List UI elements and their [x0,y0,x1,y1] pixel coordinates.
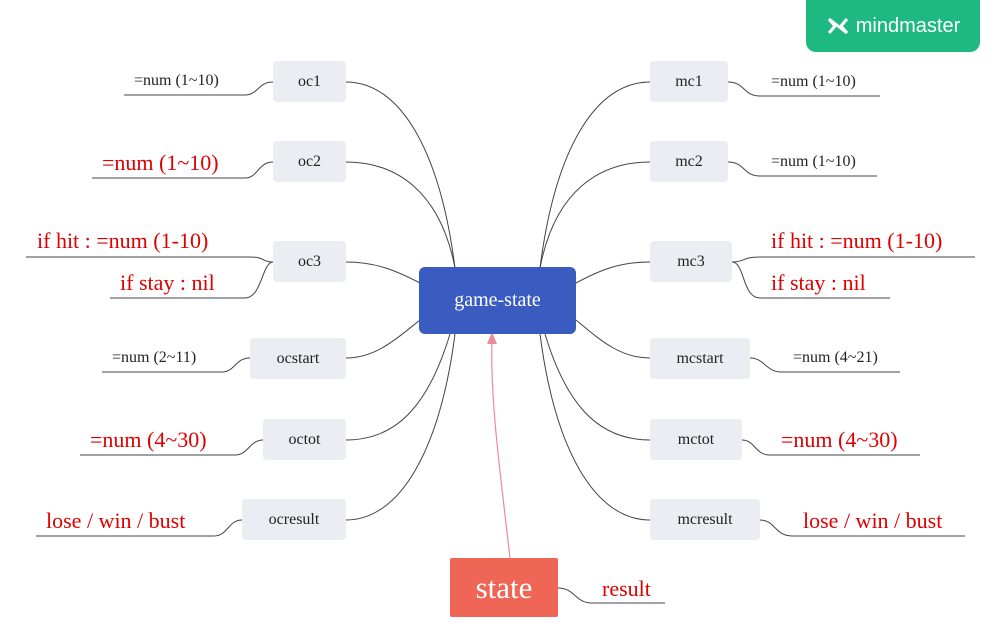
center-label: game-state [454,289,541,311]
node-label: mc2 [675,152,703,170]
node-label: octot [288,430,321,448]
edge-center-mc1 [539,81,651,269]
center-node-game-state[interactable]: game-state [419,267,576,334]
leaf-oc3-hit: if hit : =num (1-10) [37,228,209,253]
node-label: oc3 [297,252,322,270]
node-mc3[interactable]: mc3 [650,241,732,282]
node-label: ocresult [268,510,320,528]
node-label: mcresult [677,510,733,528]
mindmaster-logo-icon [827,17,848,35]
node-mctot[interactable]: mctot [650,419,742,460]
leaf-oc3-stay: if stay : nil [120,270,215,295]
leaf-mc3-hit: if hit : =num (1-10) [771,228,943,253]
leaf-oc2-value: =num (1~10) [102,150,219,175]
edge-center-mcresult [539,333,651,521]
brand-name: mindmaster [855,14,961,37]
node-label: oc2 [297,152,322,170]
edge-center-oc3 [345,261,421,284]
node-mcresult[interactable]: mcresult [650,499,760,540]
state-node[interactable]: state [450,558,558,617]
leaf-mc1-value: =num (1~10) [771,73,856,90]
state-label: state [475,569,533,605]
node-label: mc3 [677,252,705,270]
leaf-mc2-value: =num (1~10) [771,153,856,170]
edge-center-mctot [544,333,651,441]
node-label: ocstart [276,349,320,367]
edge-center-ocresult [345,333,456,521]
node-oc1[interactable]: oc1 [273,61,346,102]
mindmaster-badge[interactable]: mindmaster [806,0,980,52]
node-ocstart[interactable]: ocstart [250,338,346,379]
node-mc1[interactable]: mc1 [650,61,728,102]
edge-center-mc2 [539,161,651,269]
leaf-mc3-stay: if stay : nil [771,270,866,295]
edge-center-mc3 [575,261,651,284]
node-oc2[interactable]: oc2 [273,141,346,182]
relation-arrow [491,337,511,559]
node-ocresult[interactable]: ocresult [242,499,346,540]
node-label: mc1 [675,72,703,90]
leaf-mcresult-value: lose / win / bust [803,508,943,533]
node-mc2[interactable]: mc2 [650,141,728,182]
edge-center-oc2 [345,161,456,269]
edge-center-ocstart [345,319,421,359]
state-result-value: result [602,576,651,601]
node-label: mctot [677,430,715,448]
leaf-octot-value: =num (4~30) [90,427,207,452]
leaf-mctot-value: =num (4~30) [781,427,898,452]
node-label: oc1 [297,72,322,90]
arrowhead-icon [487,332,497,344]
leaf-oc1-value: =num (1~10) [134,72,219,89]
leaf-mcstart-value: =num (4~21) [793,349,878,366]
edge-center-octot [345,333,451,441]
leaf-ocresult-value: lose / win / bust [46,508,186,533]
leaf-ocstart-value: =num (2~11) [112,349,197,366]
node-octot[interactable]: octot [263,419,346,460]
node-mcstart[interactable]: mcstart [650,338,750,379]
edge-center-oc1 [345,81,456,269]
node-label: mcstart [676,349,724,367]
node-oc3[interactable]: oc3 [273,241,346,282]
edge-center-mcstart [575,319,651,359]
